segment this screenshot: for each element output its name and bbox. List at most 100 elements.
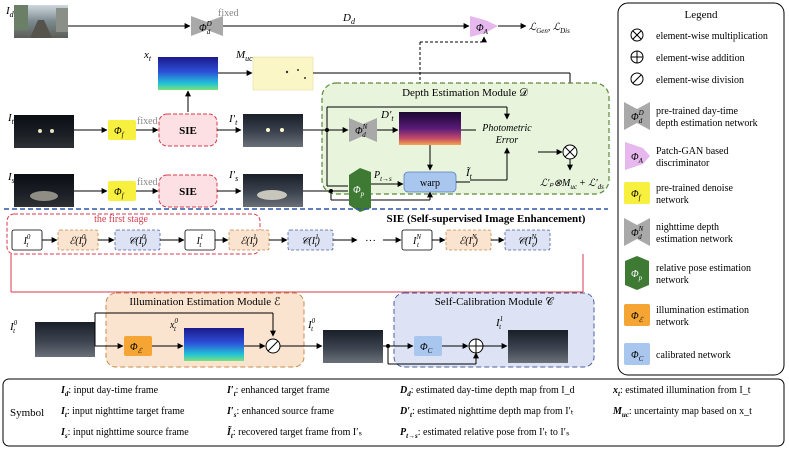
first-stage-box [6,213,261,255]
legend-network-icon [624,102,650,130]
phi-p-label: Φp [353,185,365,198]
legend-title: Legend [685,9,718,21]
phi-p-network-shape [349,168,360,212]
legend-item-label: pre-trained day-time [656,106,738,117]
It-prime-label: I′t [228,113,238,127]
legend-item-label: illumination estimation [656,305,749,316]
error-label: Error [495,135,519,146]
legend-item-label: element-wise addition [656,53,745,64]
total-loss-label: ℒ′ₚ⊗Muc+ ℒ′ds [540,178,604,191]
legend-network-icon [624,343,650,365]
illumination-map-image [158,57,218,90]
phi-A-label: ΦA [476,23,489,36]
symbol-definition: Pt→s: estimated relative pose from I′ₜ t… [400,427,570,440]
xt0-illumination-image [184,328,244,361]
Is-label: Is [7,171,15,185]
symbol-definition: Dd: estimated day-time depth map from I_… [399,385,575,398]
It0-image [35,322,95,357]
legend-network-icon [625,256,649,290]
legend-phi-symbol: ΦC [631,350,644,363]
legend-item-label: pre-trained denoise [656,183,733,194]
legend-item-label: network [656,195,689,206]
source-frame-row: Is Φf fixed SIE I′s [7,169,433,208]
phi-A-network-shape [470,16,485,37]
phi-f-box-source [108,181,136,201]
It1-image [508,330,568,363]
first-stage-label: the first stage [94,214,148,225]
fixed-label-top: fixed [218,8,239,19]
sie-title: SIE (Self-supervised Image Enhancement) [387,213,586,225]
legend-item: element-wise addition [630,50,745,64]
phi-C-label: ΦC [420,342,433,355]
Dd-label: Dd [342,12,356,26]
symbol-definition: xt: estimated illumination from I_t [612,385,751,398]
legend-item: element-wise division [630,72,744,86]
sie-label-source: SIE [179,186,197,198]
phi-f-label-target: Φf [114,126,125,139]
nighttime-source-image [14,174,74,207]
legend-item-label: network [656,317,689,328]
phi-E-label: Φℰ [130,342,143,355]
enhanced-target-image [243,114,303,147]
phi-f-box-target [108,120,136,140]
fixed-label-target: fixed [137,116,158,127]
sie-chain-dots: ··· [365,235,376,247]
symbol-definition: I′s: enhanced source frame [226,406,334,419]
legend-network-icon [624,218,650,246]
legend-item-label: nighttime depth [656,222,719,233]
illumination-uncertainty-row: xt Muc [143,49,573,142]
Is-prime-label: I′s [228,169,238,183]
legend-items: element-wise multiplication element-wise … [624,28,768,365]
nighttime-depth-map-image [399,112,461,145]
symbol-definition: Id: input day-time frame [60,385,159,398]
It-tilde-label: Ĩt [465,167,473,181]
day-frame-image [14,5,68,38]
target-frame-row: It Φf fixed SIE I′t [7,112,349,187]
legend-item-label: discriminator [656,158,710,169]
legend-item: element-wise multiplication [630,28,768,42]
symbol-definition: Ĩt: recovered target frame from I′ₛ [226,426,362,440]
legend-phi-symbol: Φf [631,189,642,202]
symbol-definition: D′t: estimated nighttime depth map from … [399,406,574,419]
legend-item-label: element-wise multiplication [656,31,768,42]
sie-label-target: SIE [179,125,197,137]
phi-d0-network-shape [191,16,207,36]
legend-network-icon [625,142,650,170]
It0-enhanced-image [323,330,383,363]
legend-item-label: depth estimation network [656,118,758,129]
depth-module-title: Depth Estimation Module 𝒟 [402,87,528,99]
self-calibration-module-title: Self-Calibration Module 𝒞 [435,296,555,308]
illumination-module-title: Illumination Estimation Module ℰ [129,296,281,308]
legend-item-label: Patch-GAN based [656,146,728,157]
uncertainty-map-image [252,56,314,91]
gan-loss-label: ℒGen, ℒDis [529,22,570,35]
warp-label: warp [420,178,440,189]
legend-box [617,2,785,376]
phi-dN-network-shape [349,118,363,142]
